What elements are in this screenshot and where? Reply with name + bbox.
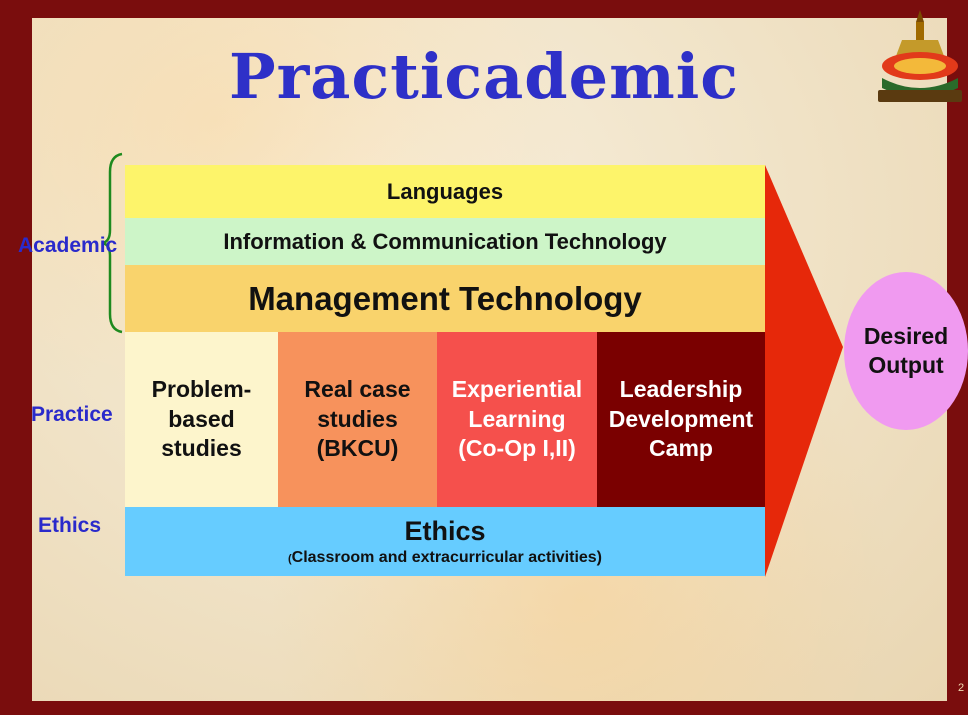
ethics-subtitle: (Classroom and extracurricular activitie… xyxy=(288,549,602,567)
col-line: Real case xyxy=(304,375,411,402)
output-arrow xyxy=(765,165,843,577)
ethics-subtitle-prefix: ( xyxy=(287,553,292,566)
col-line: Leadership xyxy=(619,375,743,402)
col-line: (BKCU) xyxy=(316,435,399,462)
management-technology-row: Management Technology xyxy=(125,265,765,332)
practice-experiential: Experiential Learning (Co-Op I,II) xyxy=(437,332,597,507)
col-line: studies xyxy=(161,435,242,462)
col-line: studies xyxy=(317,405,398,432)
desired-output-circle: Desired Output xyxy=(844,272,968,430)
output-line-1: Desired xyxy=(863,323,949,350)
practice-real-case: Real case studies (BKCU) xyxy=(278,332,437,507)
university-logo-icon xyxy=(878,10,962,102)
practice-problem-based: Problem- based studies xyxy=(125,332,278,507)
practice-label: Practice xyxy=(31,403,113,426)
academic-brace xyxy=(101,152,123,334)
col-line: based xyxy=(168,405,235,432)
col-line: Development xyxy=(608,405,754,432)
output-line-2: Output xyxy=(868,352,944,378)
ict-row: Information & Communication Technology xyxy=(125,218,765,265)
academic-label: Academic xyxy=(18,234,118,257)
col-line: Learning xyxy=(468,405,566,432)
ethics-row: Ethics (Classroom and extracurricular ac… xyxy=(125,507,765,576)
slide-title: Practicademic xyxy=(228,40,740,113)
languages-row: Languages xyxy=(125,165,765,218)
col-line: (Co-Op I,II) xyxy=(458,435,576,462)
practice-leadership: Leadership Development Camp xyxy=(597,332,765,507)
ethics-subtitle-text: Classroom and extracurricular activities… xyxy=(291,549,603,567)
page-number: 2 xyxy=(958,682,965,694)
col-line: Problem- xyxy=(151,375,252,402)
col-line: Camp xyxy=(649,435,713,462)
ethics-title: Ethics xyxy=(404,515,486,546)
ethics-label: Ethics xyxy=(38,514,102,537)
col-line: Experiential xyxy=(451,375,583,402)
